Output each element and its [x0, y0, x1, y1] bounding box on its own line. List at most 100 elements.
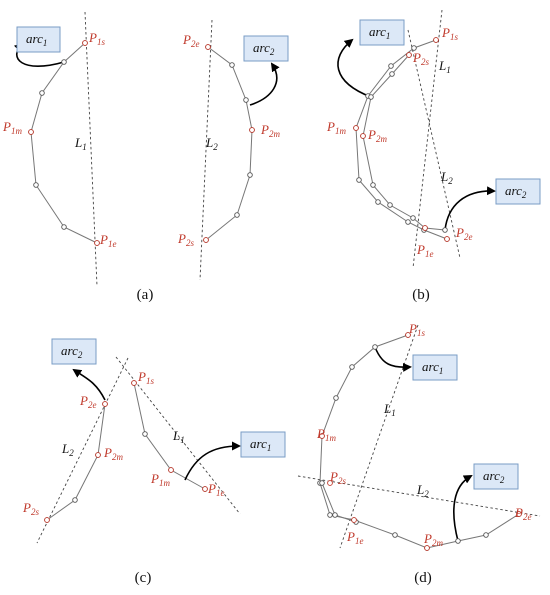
arc1-polyline-vertex-7-c: [405, 219, 411, 225]
arc2-box-arrow-e: [453, 475, 473, 542]
point-label-P2s-b-subscript: 2s: [186, 238, 195, 248]
arc1-polyline-vertex-6-e: [327, 512, 333, 518]
point-label-P2s-d-base: P: [22, 500, 31, 515]
point-label-P2m-b: P2m: [260, 122, 280, 139]
arc2-polyline-vertex-2-b: [243, 97, 249, 103]
point-label-P2m-b-base: P: [260, 122, 269, 137]
point-label-P1s-a-base: P: [88, 30, 97, 45]
point-P1s-c: [433, 37, 439, 43]
point-label-P1s-e: P1s: [408, 321, 425, 338]
point-label-P2s-e: P2s: [329, 469, 346, 486]
polylines-layer: [30, 39, 520, 549]
point-P1m-a: [28, 129, 34, 135]
arc2-polyline-vertex-6-c: [410, 215, 416, 221]
arc1-polyline-vertex-2-c: [388, 63, 394, 69]
point-label-P2s-e-base: P: [329, 469, 338, 484]
point-label-P1m-c-subscript: 1m: [335, 126, 347, 136]
point-P2m-e: [424, 545, 430, 551]
point-P2s-c: [406, 52, 412, 58]
arc2-box-label-d-base: arc: [61, 343, 78, 358]
arc2-polyline-vertex-5-b: [234, 212, 240, 218]
arc2-polyline-vertex-2-c: [368, 94, 374, 100]
point-label-P1e-c-base: P: [416, 242, 425, 257]
point-P1s-a: [82, 40, 88, 46]
arc1-box-d: [240, 431, 286, 458]
point-label-P1m-d-base: P: [150, 471, 159, 486]
point-label-P1m-e: P1m: [316, 426, 336, 443]
arc2-box-label-b-base: arc: [253, 40, 270, 55]
arc1-polyline-vertex-4-a: [33, 182, 39, 188]
chord-line-L1-a: [84, 11, 98, 287]
arc1-polyline-d: [133, 382, 206, 490]
arc1-box-label-e: arc1: [422, 359, 443, 376]
caption-a: (a): [137, 287, 154, 303]
point-label-P1m-c-base: P: [326, 119, 335, 134]
chord-label-L2-c-base: L: [440, 169, 448, 184]
arc1-box-label-a: arc1: [26, 31, 47, 48]
arc1-polyline-vertex-2-a: [39, 90, 45, 96]
point-label-P2m-e-subscript: 2m: [432, 538, 444, 548]
point-label-P2e-d-subscript: 2e: [88, 400, 97, 410]
chord-label-L1-d: L1: [172, 428, 185, 445]
point-label-P2e-e-base: P: [514, 505, 523, 520]
arc2-box-label-e-base: arc: [483, 468, 500, 483]
arc2-polyline-vertex-2-d: [72, 497, 78, 503]
chord-line-L1-e: [339, 324, 419, 549]
point-label-P1m-e-subscript: 1m: [325, 433, 337, 443]
arc1-box-arrow-e: [374, 346, 412, 372]
point-label-P2s-d-subscript: 2s: [31, 507, 40, 517]
arc2-box-label-c: arc2: [505, 183, 527, 200]
chord-line-L2-b: [199, 19, 213, 281]
point-label-P1m-d: P1m: [150, 471, 170, 488]
point-label-P2m-c-subscript: 2m: [376, 134, 388, 144]
chord-label-L2-d-subscript: 2: [69, 448, 74, 458]
point-label-P1e-e-subscript: 1e: [355, 536, 364, 546]
chord-line-L2-c: [407, 29, 461, 259]
point-label-P2m-d: P2m: [103, 445, 123, 462]
point-P1m-e: [319, 433, 325, 439]
arc1-polyline-vertex-6-c: [375, 199, 381, 205]
point-label-P1m-a-subscript: 1m: [11, 126, 23, 136]
arc2-box-c: [495, 178, 541, 205]
point-P1m-d: [168, 467, 174, 473]
arc2-box-label-e: arc2: [483, 468, 505, 485]
point-label-P1s-c-base: P: [441, 25, 450, 40]
point-label-P2e-e: P2e: [514, 505, 531, 522]
arrows-layer: [13, 38, 496, 542]
chord-line-L2-e: [297, 475, 541, 517]
point-label-P1e-a: P1e: [99, 232, 116, 249]
point-label-P1s-a: P1s: [88, 30, 105, 47]
arc1-box-label-c: arc1: [369, 24, 390, 41]
point-label-P2m-d-base: P: [103, 445, 112, 460]
point-P2m-b: [249, 127, 255, 133]
point-label-P1e-a-base: P: [99, 232, 108, 247]
point-label-P1e-d: P1e: [207, 481, 224, 498]
chord-label-L2-e-base: L: [416, 482, 424, 497]
point-label-P2s-b: P2s: [177, 231, 194, 248]
point-label-P1e-e-base: P: [346, 529, 355, 544]
point-label-P1e-c: P1e: [416, 242, 433, 259]
arc2-box-arrow-c: [444, 186, 496, 231]
chord-lines-layer: [36, 9, 541, 549]
point-label-P1e-c-subscript: 1e: [425, 249, 434, 259]
point-P2e-d: [102, 401, 108, 407]
arc1-polyline-vertex-1-c: [411, 45, 417, 51]
point-label-P2m-c: P2m: [367, 127, 387, 144]
point-label-P2s-c-subscript: 2s: [421, 57, 430, 67]
arc2-polyline-e: [321, 482, 357, 523]
chord-label-L1-e: L1: [383, 401, 396, 418]
arc2-box-arrow-d: [72, 368, 106, 401]
point-P1e-d: [202, 486, 208, 492]
point-label-P1s-d-base: P: [137, 369, 146, 384]
arc1-box-label-a-subscript: 1: [43, 38, 48, 48]
point-P2e-e: [516, 511, 522, 517]
arc1-polyline-vertex-2-e: [349, 364, 355, 370]
chord-label-L2-b-base: L: [205, 135, 213, 150]
caption-b: (b): [412, 287, 430, 303]
arc1-box-label-e-base: arc: [422, 359, 439, 374]
point-P2e-c: [444, 236, 450, 242]
arc1-box-c: [359, 19, 405, 46]
arc2-polyline-vertex-1-b: [229, 62, 235, 68]
point-label-P1m-a: P1m: [2, 119, 22, 136]
